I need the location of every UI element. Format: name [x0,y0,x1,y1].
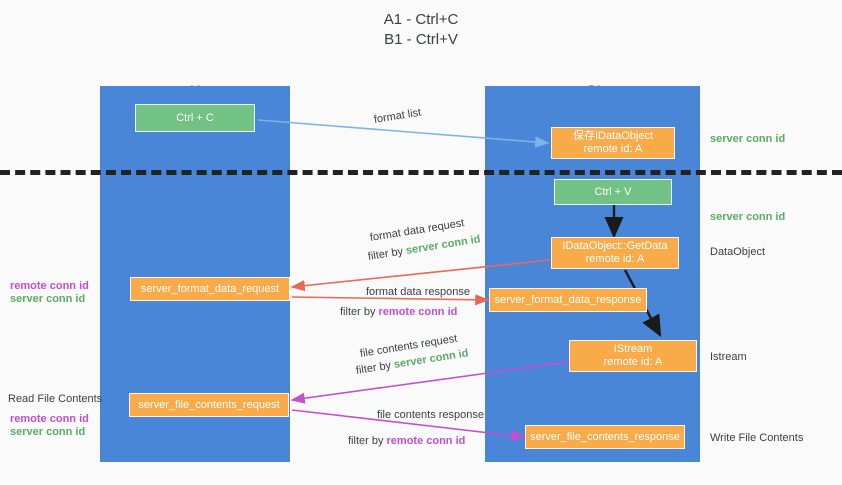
right-label-istream: Istream [710,351,747,363]
edge-label-format-data-response: format data response [366,286,470,298]
left-label-read-file-contents: Read File Contents [8,393,103,405]
filter-value-remote-conn-id-2: remote conn id [386,435,466,447]
box-istream-line2: remote id: A [603,356,663,368]
phase-divider [0,170,842,175]
box-server-format-data-request[interactable]: server_format_data_request [130,277,290,301]
box-server-file-contents-response[interactable]: server_file_contents_response [525,425,685,449]
left-label-server-conn-id-mid: server conn id [10,293,86,305]
box-idataobject-getdata-line1: IDataObject::GetData [562,240,668,252]
box-save-idataobject-line2: remote id: A [583,143,643,155]
box-server-file-contents-request-line1: server_file_contents_request [138,398,280,411]
filter-prefix-4: filter by [348,435,387,447]
box-server-format-data-response-line1: server_format_data_response [494,293,642,306]
filter-prefix-1: filter by [367,245,407,263]
left-label-remote-conn-id-bottom: remote conn id [10,413,89,425]
box-istream-line1: IStream [613,343,653,355]
box-istream[interactable]: IStream remote id: A [569,340,697,372]
page-title: A1 - Ctrl+C B1 - Ctrl+V [383,11,459,48]
filter-prefix-2: filter by [340,306,379,318]
left-label-server-conn-id-bottom: server conn id [10,426,86,438]
box-save-idataobject[interactable]: 保存IDataObject remote id: A [551,127,675,159]
box-idataobject-getdata[interactable]: IDataObject::GetData remote id: A [551,237,679,269]
left-label-remote-conn-id-mid: remote conn id [10,280,89,292]
box-save-idataobject-line1: 保存IDataObject [572,130,654,142]
edge-label-format-list: format list [373,106,423,126]
right-label-dataobject: DataObject [710,246,766,258]
box-ctrl-v-line1: Ctrl + V [594,185,632,198]
right-label-server-conn-id-second: server conn id [710,211,786,223]
box-server-file-contents-response-line1: server_file_contents_response [530,430,680,443]
right-label-server-conn-id-top: server conn id [710,133,786,145]
right-label-write-file-contents: Write File Contents [710,432,804,444]
edge-label-format-data-response-filter: filter by remote conn id [340,305,457,319]
filter-prefix-3: filter by [355,359,395,377]
box-server-file-contents-request[interactable]: server_file_contents_request [129,393,289,417]
box-idataobject-getdata-line2: remote id: A [585,253,645,265]
edge-label-file-contents-response-filter: filter by remote conn id [348,434,465,448]
box-ctrl-c[interactable]: Ctrl + C [135,104,255,132]
filter-value-remote-conn-id-1: remote conn id [378,306,458,318]
box-ctrl-c-line1: Ctrl + C [176,111,214,124]
box-server-format-data-request-line1: server_format_data_request [140,282,280,295]
box-ctrl-v[interactable]: Ctrl + V [554,179,672,205]
box-server-format-data-response[interactable]: server_format_data_response [489,288,647,312]
edge-label-file-contents-response: file contents response [377,409,485,421]
